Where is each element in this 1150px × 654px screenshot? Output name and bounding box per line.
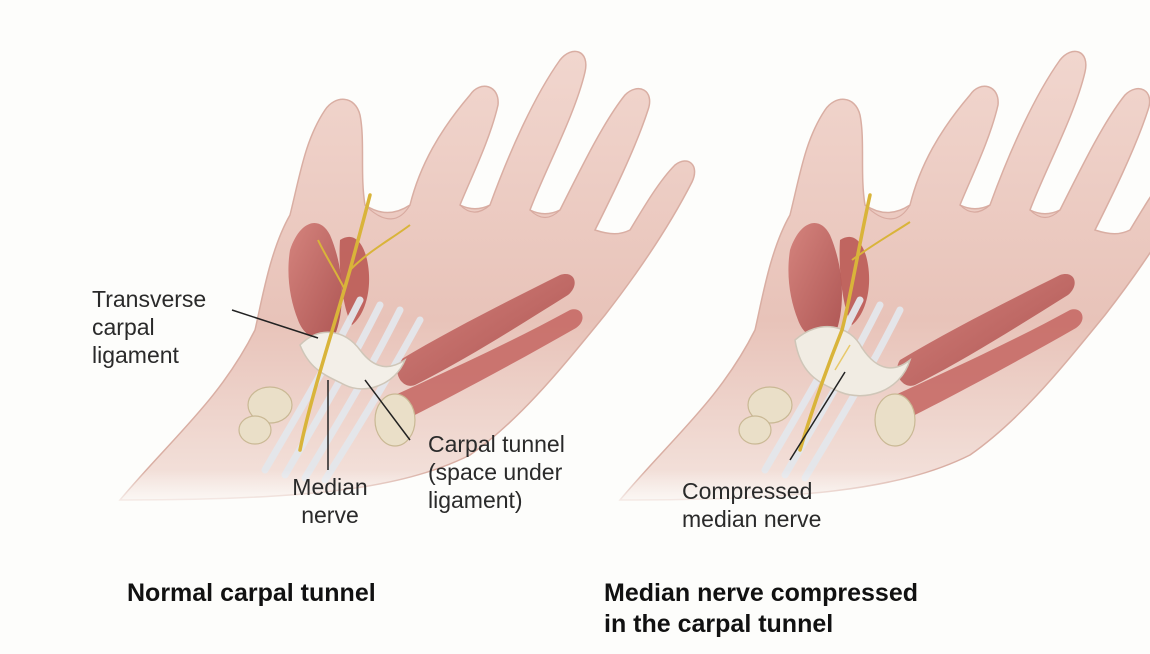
- right-hand-skin: [618, 50, 1150, 501]
- label-median-nerve: Median nerve: [292, 474, 368, 528]
- left-thenar-muscle: [288, 223, 342, 340]
- right-thenar-muscle: [788, 223, 842, 340]
- right-leader-line: [789, 371, 846, 461]
- right-forearm-muscle: [897, 274, 1075, 386]
- caption-normal-carpal-tunnel: Normal carpal tunnel: [127, 579, 376, 607]
- caption-median-nerve-compressed: Median nerve compressed in the carpal tu…: [604, 579, 919, 638]
- left-median-nerve: [298, 193, 372, 452]
- left-tendons: [261, 296, 424, 484]
- right-hand: [618, 50, 1150, 501]
- left-forearm-muscle: [397, 274, 575, 386]
- label-carpal-tunnel: Carpal tunnel (space under ligament): [428, 431, 565, 513]
- right-median-nerve: [798, 193, 872, 452]
- right-carpal-bones: [738, 386, 916, 447]
- label-compressed-median-nerve: Compressed median nerve: [682, 478, 822, 532]
- label-transverse-carpal-ligament: Transverse carpal ligament: [92, 286, 207, 368]
- left-leader-lines: [231, 309, 411, 470]
- left-hand: [118, 50, 696, 501]
